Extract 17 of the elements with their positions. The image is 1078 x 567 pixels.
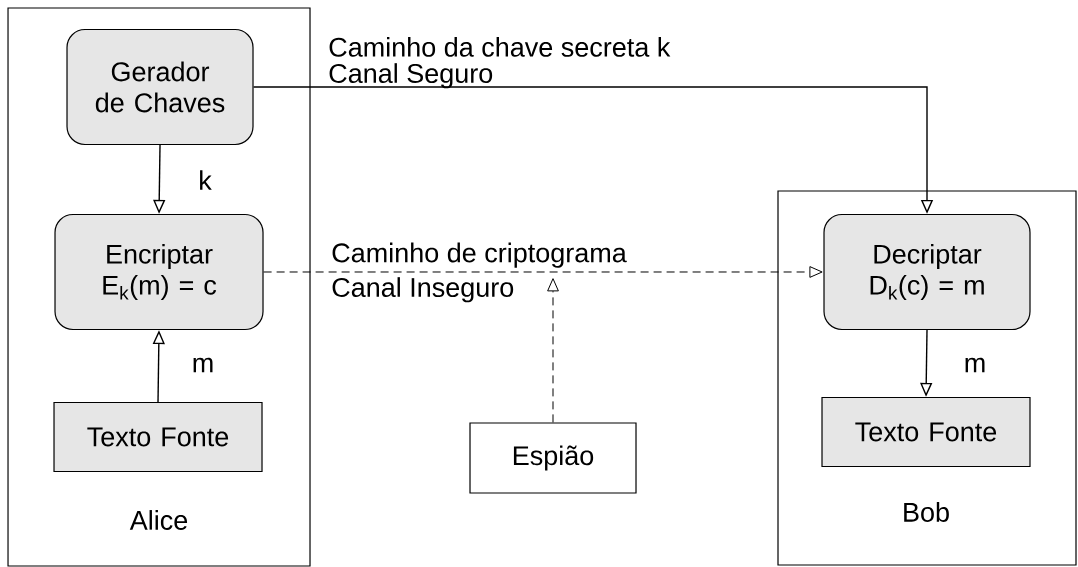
- process-box: Decriptar D$_{k}$(c) = m: [823, 213, 1031, 331]
- group-label: Alice: [129, 510, 188, 530]
- group-label: Bob: [904, 502, 949, 522]
- process-box: Gerador de Chaves: [66, 28, 254, 146]
- channel-label: Canal Seguro: [329, 63, 493, 89]
- arrow: [263, 266, 823, 278]
- text-box: Texto Fonte: [821, 396, 1031, 468]
- process-box: Encriptar E$_{k}$(m) = c: [54, 213, 264, 331]
- arrow: [547, 278, 559, 423]
- edge-label: m: [962, 356, 988, 374]
- edge-label: Caminho da chave secreta k: [327, 35, 672, 58]
- edge-label: m: [190, 356, 216, 374]
- edge-label: k: [197, 169, 213, 191]
- channel-label: Canal Inseguro: [332, 277, 514, 303]
- actor-box: Espião: [469, 422, 637, 494]
- text-box: Texto Fonte: [53, 401, 263, 473]
- edge-label: Caminho de criptograma: [330, 241, 628, 269]
